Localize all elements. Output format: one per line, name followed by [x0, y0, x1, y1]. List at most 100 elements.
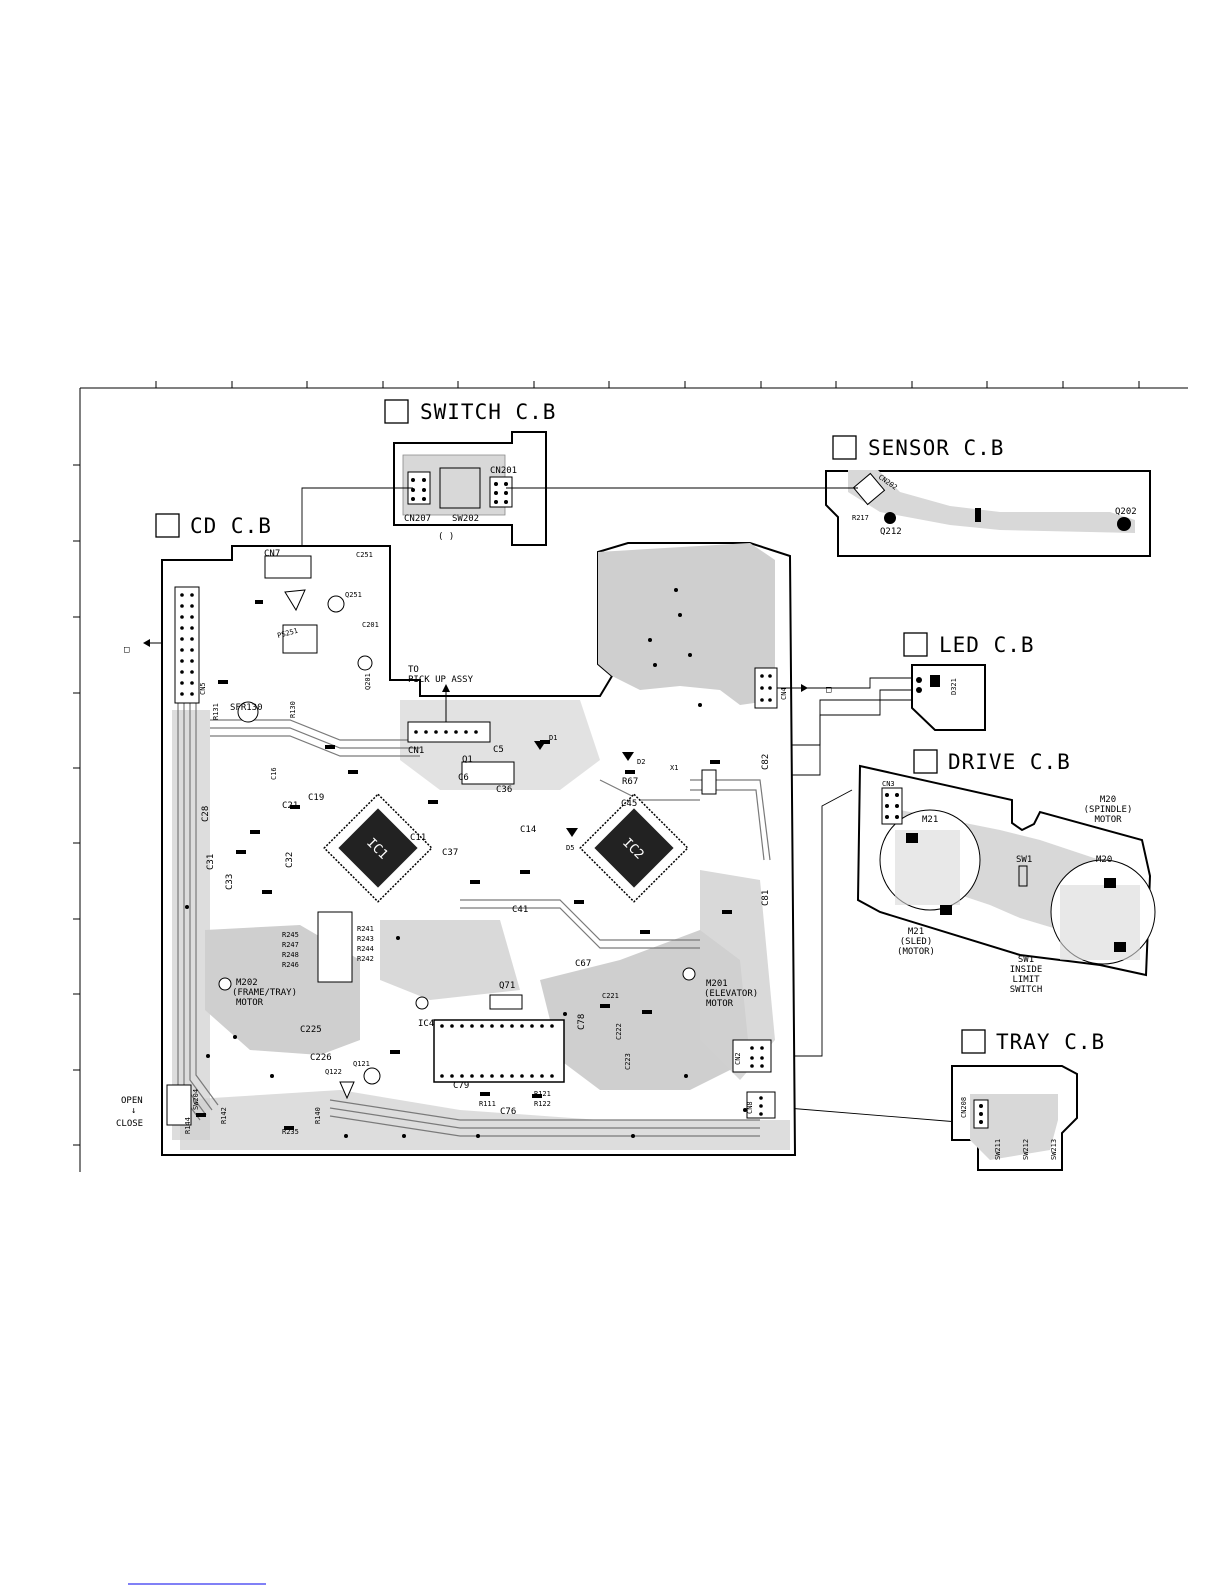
r244-label: R244: [357, 945, 374, 953]
tray-board: CN208 SW211 SW212 SW213: [951, 1065, 1078, 1171]
sensor-q212-label: Q212: [880, 527, 902, 537]
c37-label: C37: [442, 848, 458, 858]
c67-label: C67: [575, 959, 591, 969]
c14-label: C14: [520, 825, 536, 835]
drive-m21-line2: (SLED): [900, 937, 933, 947]
r245-label: R245: [282, 931, 299, 939]
cn8-label: CN8: [746, 1101, 754, 1114]
c16-label: C16: [270, 767, 278, 780]
drive-board: CN3 M21 SW1 M20 M20 (SPINDLE) MOTOR M21 …: [856, 764, 1156, 995]
cd-board-labels: CN7 C251 Q251 C201 Q201 PS251 CN5 TO PIC…: [116, 549, 788, 1136]
c251-label: C251: [356, 551, 373, 559]
switch-cn207-label: CN207: [404, 514, 431, 524]
drive-m20-circle-label: M20: [1096, 855, 1112, 865]
led-board-title: LED C.B: [939, 633, 1035, 657]
ic4-chip: IC4: [418, 1019, 565, 1083]
c79-label: C79: [453, 1081, 469, 1091]
r131-label: R131: [212, 703, 220, 720]
close-label: CLOSE: [116, 1119, 143, 1129]
r122-label: R122: [534, 1100, 551, 1108]
tray-sw212-label: SW212: [1022, 1139, 1030, 1160]
q1-label: Q1: [462, 755, 473, 765]
board-titles: SWITCH C.B SENSOR C.B CD C.B LED C.B DRI…: [155, 399, 1105, 1054]
r248-label: R248: [282, 951, 299, 959]
left-box-marker: □: [124, 645, 130, 655]
cd-title-box: [155, 513, 180, 538]
d5-label: D5: [566, 844, 574, 852]
r243-label: R243: [357, 935, 374, 943]
r130-label: R130: [289, 701, 297, 718]
switch-paren-label: ( ): [438, 532, 454, 542]
side-markers: □ □: [124, 639, 832, 695]
sensor-title-box: [832, 435, 857, 460]
r246-label: R246: [282, 961, 299, 969]
r67-label: R67: [622, 777, 638, 787]
c76-label: C76: [500, 1107, 516, 1117]
c221-label: C221: [602, 992, 619, 1000]
drive-m20-line1: M20: [1100, 795, 1116, 805]
sfr130-label: SFR130: [230, 703, 263, 713]
c5-label: C5: [493, 745, 504, 755]
ic2-chip: IC2: [579, 793, 689, 903]
small-parts: [185, 588, 747, 1138]
connector-pins: [180, 593, 772, 1116]
cn1-label: CN1: [408, 746, 424, 756]
components: [218, 589, 717, 1100]
connectors: [166, 555, 778, 1126]
cd-board: IC1 IC2 IC4: [116, 542, 797, 1156]
switch-board-title: SWITCH C.B: [420, 400, 556, 424]
tray-sw211-label: SW211: [994, 1139, 1002, 1160]
drive-sw1-line4: SWITCH: [1010, 985, 1043, 995]
ic4-label: IC4: [418, 1019, 434, 1029]
sensor-q202-label: Q202: [1115, 507, 1137, 517]
q251-label: Q251: [345, 591, 362, 599]
led-board: D321: [911, 664, 986, 731]
r144-label: R144: [184, 1117, 192, 1134]
cd-board-title: CD C.B: [190, 514, 272, 538]
r247-label: R247: [282, 941, 299, 949]
c33-label: C33: [225, 874, 235, 890]
c201-label: C201: [362, 621, 379, 629]
drive-title-box: [913, 749, 938, 774]
c11-label: C11: [410, 833, 426, 843]
q121-label: Q121: [353, 1060, 370, 1068]
drive-sw1-label: SW1: [1016, 855, 1032, 865]
c225-label: C225: [300, 1025, 322, 1035]
c36-label: C36: [496, 785, 512, 795]
tray-board-title: TRAY C.B: [996, 1030, 1105, 1054]
drive-cn3-label: CN3: [882, 780, 895, 788]
sensor-board-title: SENSOR C.B: [868, 436, 1004, 460]
m202-label-1: M202: [236, 978, 258, 988]
q122-label: Q122: [325, 1068, 342, 1076]
tray-sw213-label: SW213: [1050, 1139, 1058, 1160]
drive-sw1-line1: SW1: [1018, 955, 1034, 965]
c28-label: C28: [201, 806, 211, 822]
c31-label: C31: [206, 854, 216, 870]
drive-m21-line1: M21: [908, 927, 924, 937]
r235-label: R235: [282, 1128, 299, 1136]
tray-cn208-label: CN208: [960, 1097, 968, 1118]
pickup-assy-label: PICK UP ASSY: [408, 675, 474, 685]
led-title-box: [903, 632, 928, 657]
c223-label: C223: [624, 1053, 632, 1070]
switch-cn201-label: CN201: [490, 466, 517, 476]
c82-label: C82: [761, 754, 771, 770]
q201-label: Q201: [364, 673, 372, 690]
r121-label: R121: [534, 1090, 551, 1098]
cn2-label: CN2: [734, 1052, 742, 1065]
sensor-r217-label: R217: [852, 514, 869, 522]
drive-m20-line2: (SPINDLE): [1084, 805, 1133, 815]
sw204-label: SW204: [192, 1089, 200, 1110]
c78-label: C78: [577, 1014, 587, 1030]
c222-label: C222: [615, 1023, 623, 1040]
ic1-chip: IC1: [323, 793, 433, 903]
c41-label: C41: [512, 905, 528, 915]
c6-label: C6: [458, 773, 469, 783]
c226-label: C226: [310, 1053, 332, 1063]
drive-sw1-line2: INSIDE: [1010, 965, 1043, 975]
r111-label: R111: [479, 1100, 496, 1108]
c19-label: C19: [308, 793, 324, 803]
drive-m21-line3: (MOTOR): [897, 947, 935, 957]
cn4-label: CN4: [780, 687, 788, 700]
